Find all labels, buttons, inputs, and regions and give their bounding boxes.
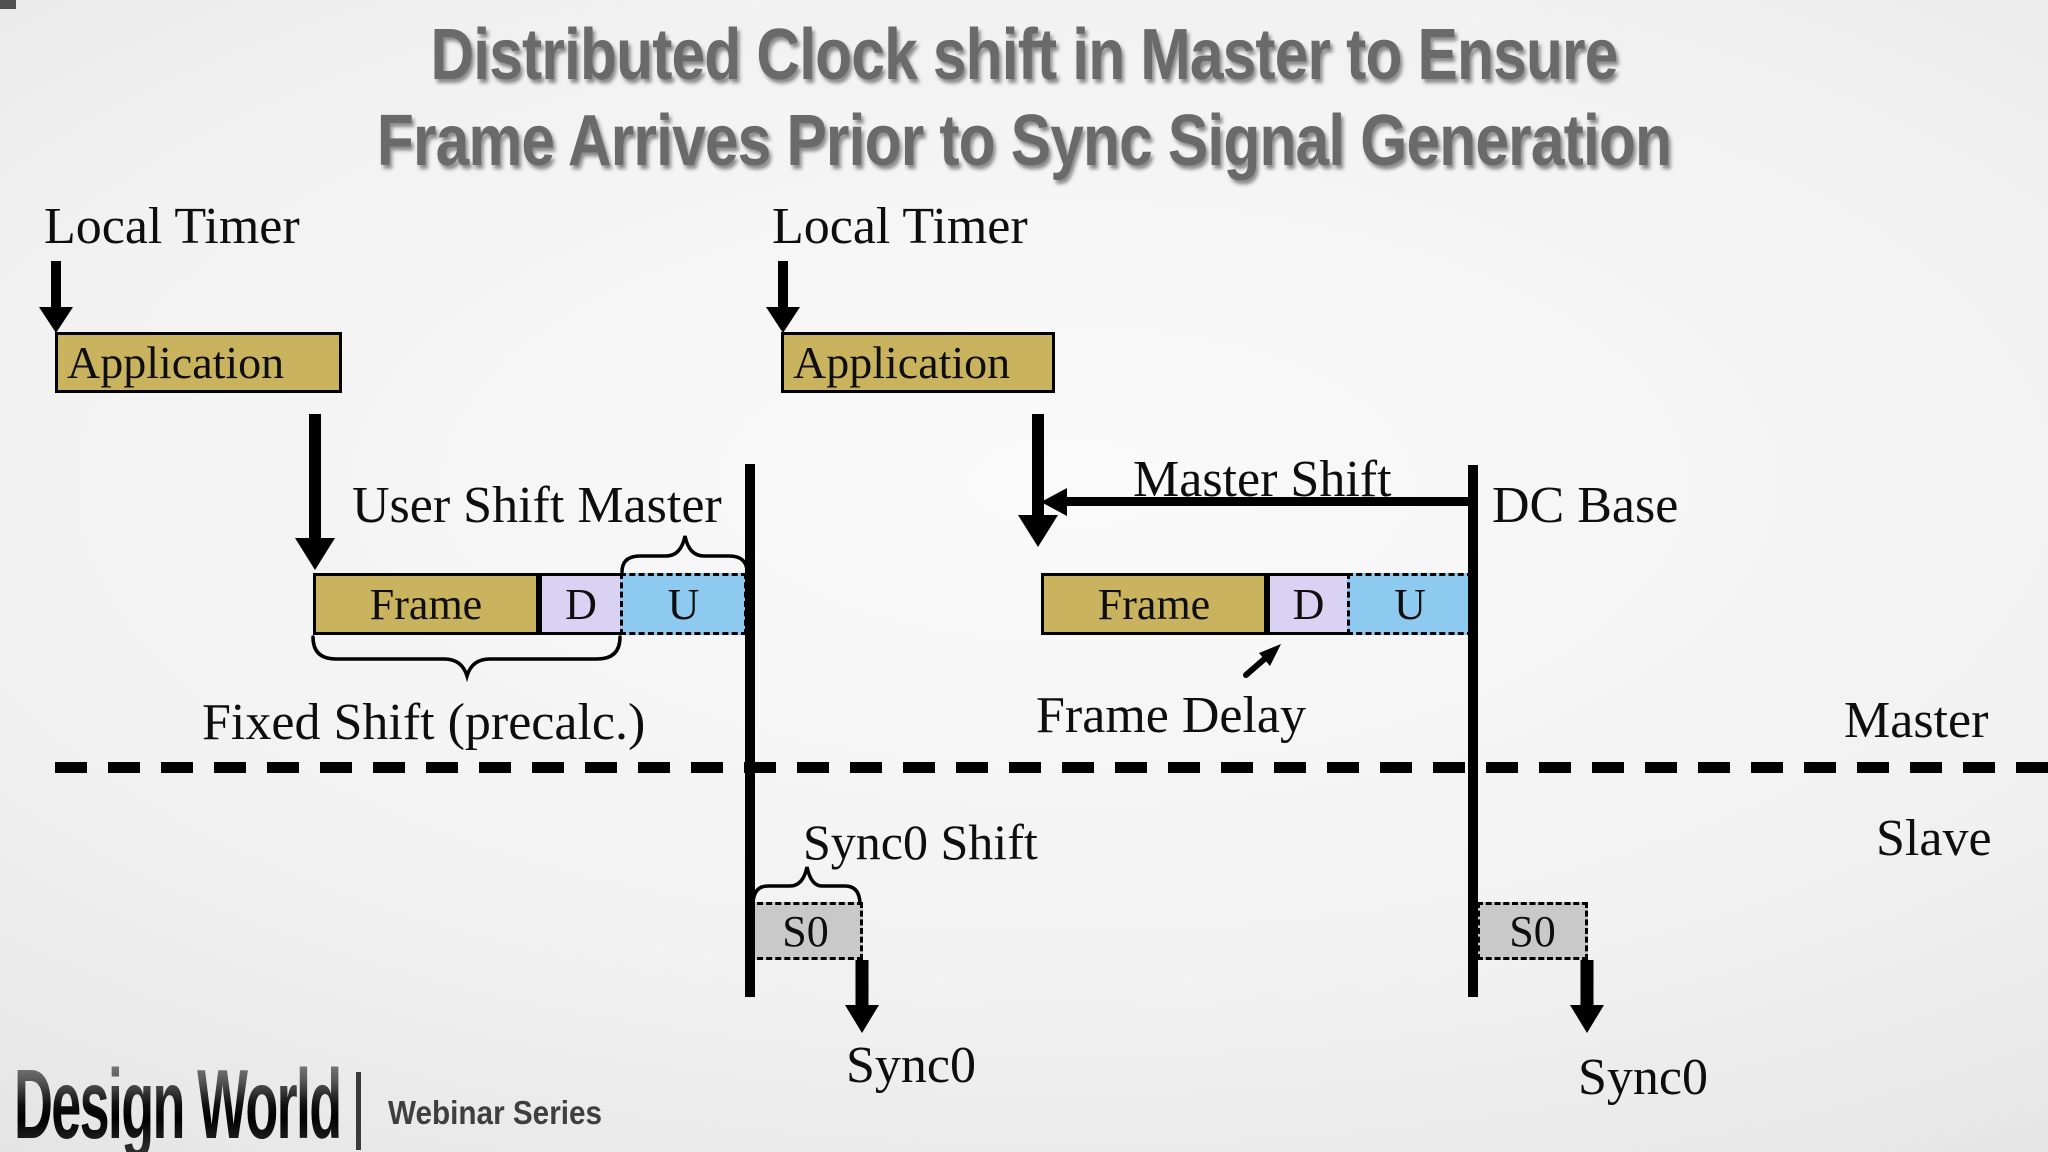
right-local-timer-down-arrow: [766, 261, 800, 333]
left-local-timer-down-arrow: [39, 261, 73, 333]
left-frame-segment: Frame: [313, 573, 539, 635]
right-application-box: Application: [781, 332, 1055, 393]
sync0-shift-label: Sync0 Shift: [803, 814, 1038, 870]
right-sync0-label: Sync0: [1578, 1049, 1708, 1106]
left-local-timer-label: Local Timer: [44, 198, 300, 255]
dc-base-label: DC Base: [1492, 477, 1679, 534]
sync0-shift-brace: [751, 866, 862, 907]
left-u-segment: U: [620, 573, 747, 635]
left-s0-box: S0: [748, 902, 863, 960]
left-frame-bar: Frame D U: [313, 573, 747, 635]
right-d-segment: D: [1267, 573, 1347, 635]
user-shift-master-label: User Shift Master: [352, 477, 722, 534]
fixed-shift-label: Fixed Shift (precalc.): [202, 694, 646, 751]
right-s0-box: S0: [1477, 902, 1588, 960]
right-frame-bar: Frame D U: [1041, 573, 1473, 635]
left-sync0-down-arrow: [845, 960, 879, 1033]
frame-delay-label: Frame Delay: [1036, 687, 1307, 744]
webinar-series-label: Webinar Series: [388, 1094, 603, 1131]
left-application-box: Application: [55, 332, 342, 393]
logo-separator: [356, 1072, 361, 1150]
right-local-timer-label: Local Timer: [772, 198, 1028, 255]
master-slave-divider: [55, 762, 2048, 773]
design-world-logo: Design World: [14, 1048, 342, 1152]
frame-delay-arrow: [1243, 644, 1281, 678]
left-application-down-arrow: [295, 414, 335, 570]
left-sync0-label: Sync0: [846, 1037, 976, 1094]
left-d-segment: D: [539, 573, 620, 635]
right-timeline-line: [1468, 465, 1478, 997]
right-u-segment: U: [1347, 573, 1473, 635]
left-timeline-line: [745, 464, 755, 997]
master-shift-arrow: [1041, 488, 1478, 516]
slide-title-line1: Distributed Clock shift in Master to Ens…: [430, 15, 1618, 95]
right-frame-segment: Frame: [1041, 573, 1267, 635]
right-sync0-down-arrow: [1570, 960, 1604, 1033]
right-application-down-arrow: [1018, 414, 1058, 547]
fixed-shift-brace: [311, 635, 622, 683]
user-shift-brace: [620, 535, 749, 574]
master-role-label: Master: [1844, 692, 1989, 749]
slave-role-label: Slave: [1876, 810, 1992, 867]
screen-artifact: [0, 0, 16, 9]
slide-title-line2: Frame Arrives Prior to Sync Signal Gener…: [376, 101, 1672, 181]
